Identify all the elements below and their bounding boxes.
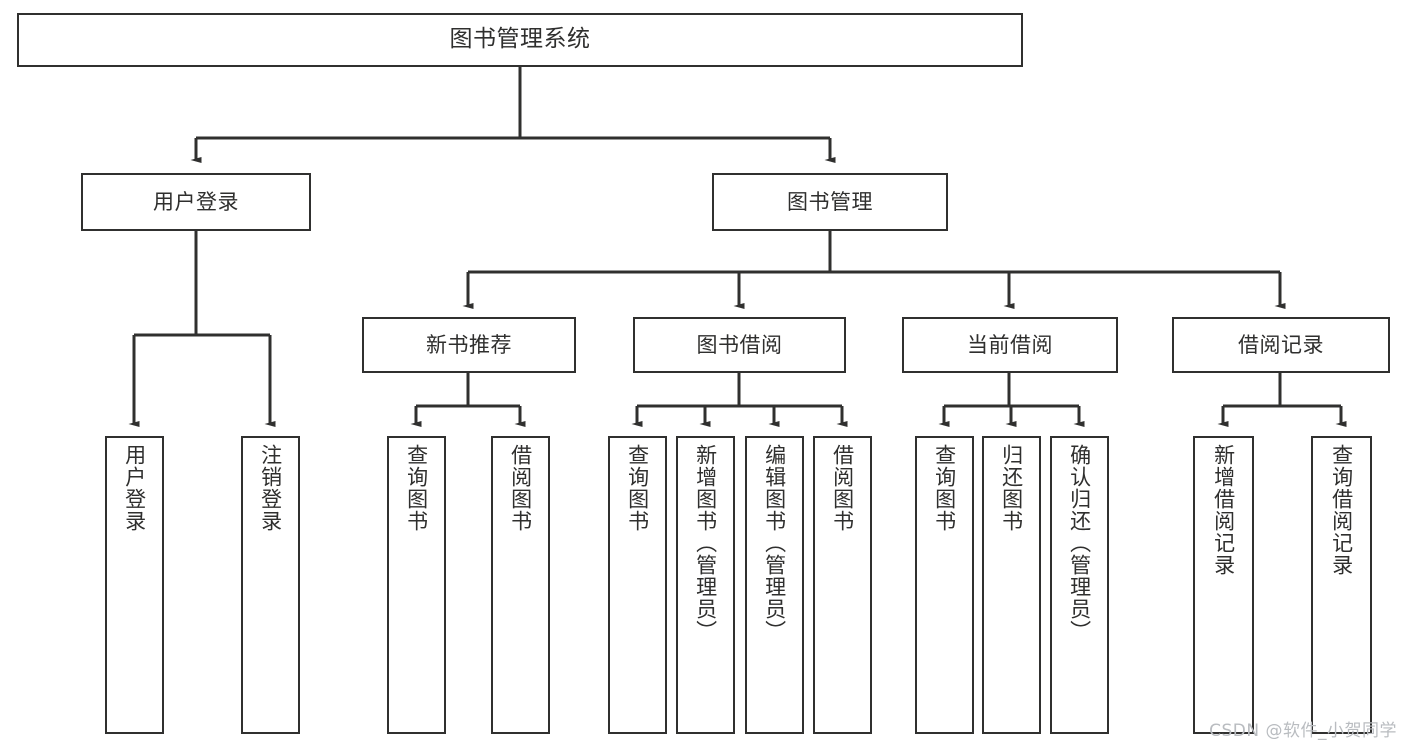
node-label: 新书推荐 — [426, 332, 512, 357]
node-user-login[interactable]: 用户登录 — [81, 173, 311, 231]
node-label: 借阅记录 — [1238, 332, 1324, 357]
node-label: 归还图书 — [999, 444, 1024, 532]
node-leaf-borrow-record-query[interactable]: 查询借阅记录 — [1311, 436, 1372, 734]
node-label: 用户登录 — [122, 444, 147, 532]
node-label: 新增借阅记录 — [1211, 444, 1236, 576]
node-leaf-user-login-logout[interactable]: 注销登录 — [241, 436, 300, 734]
node-label: 借阅图书 — [508, 444, 533, 532]
node-leaf-current-borrow-query[interactable]: 查询图书 — [915, 436, 974, 734]
node-root-system[interactable]: 图书管理系统 — [17, 13, 1023, 67]
node-label: 编辑图书（管理员） — [762, 444, 787, 642]
node-leaf-book-borrow-edit[interactable]: 编辑图书（管理员） — [745, 436, 804, 734]
node-leaf-book-borrow-query[interactable]: 查询图书 — [608, 436, 667, 734]
node-label: 新增图书（管理员） — [693, 444, 718, 642]
node-leaf-new-book-query[interactable]: 查询图书 — [387, 436, 446, 734]
node-label: 图书管理系统 — [449, 26, 591, 53]
node-leaf-user-login-login[interactable]: 用户登录 — [105, 436, 164, 734]
node-label: 用户登录 — [153, 189, 239, 214]
node-leaf-new-book-borrow[interactable]: 借阅图书 — [491, 436, 550, 734]
node-leaf-current-borrow-confirm-return[interactable]: 确认归还（管理员） — [1050, 436, 1109, 734]
node-label: 查询图书 — [932, 444, 957, 532]
node-leaf-book-borrow-add[interactable]: 新增图书（管理员） — [676, 436, 735, 734]
node-book-borrow[interactable]: 图书借阅 — [633, 317, 846, 373]
node-leaf-borrow-record-add[interactable]: 新增借阅记录 — [1193, 436, 1254, 734]
node-label: 借阅图书 — [830, 444, 855, 532]
node-label: 查询图书 — [625, 444, 650, 532]
node-leaf-book-borrow-borrow[interactable]: 借阅图书 — [813, 436, 872, 734]
node-borrow-record[interactable]: 借阅记录 — [1172, 317, 1390, 373]
node-leaf-current-borrow-return[interactable]: 归还图书 — [982, 436, 1041, 734]
node-label: 图书借阅 — [696, 332, 783, 357]
node-label: 确认归还（管理员） — [1067, 444, 1092, 642]
node-label: 查询图书 — [404, 444, 429, 532]
node-label: 查询借阅记录 — [1329, 444, 1354, 576]
node-book-management[interactable]: 图书管理 — [712, 173, 948, 231]
node-label: 注销登录 — [258, 444, 283, 532]
node-label: 图书管理 — [787, 189, 873, 214]
node-new-book-recommend[interactable]: 新书推荐 — [362, 317, 576, 373]
node-label: 当前借阅 — [967, 332, 1053, 357]
node-current-borrow[interactable]: 当前借阅 — [902, 317, 1118, 373]
